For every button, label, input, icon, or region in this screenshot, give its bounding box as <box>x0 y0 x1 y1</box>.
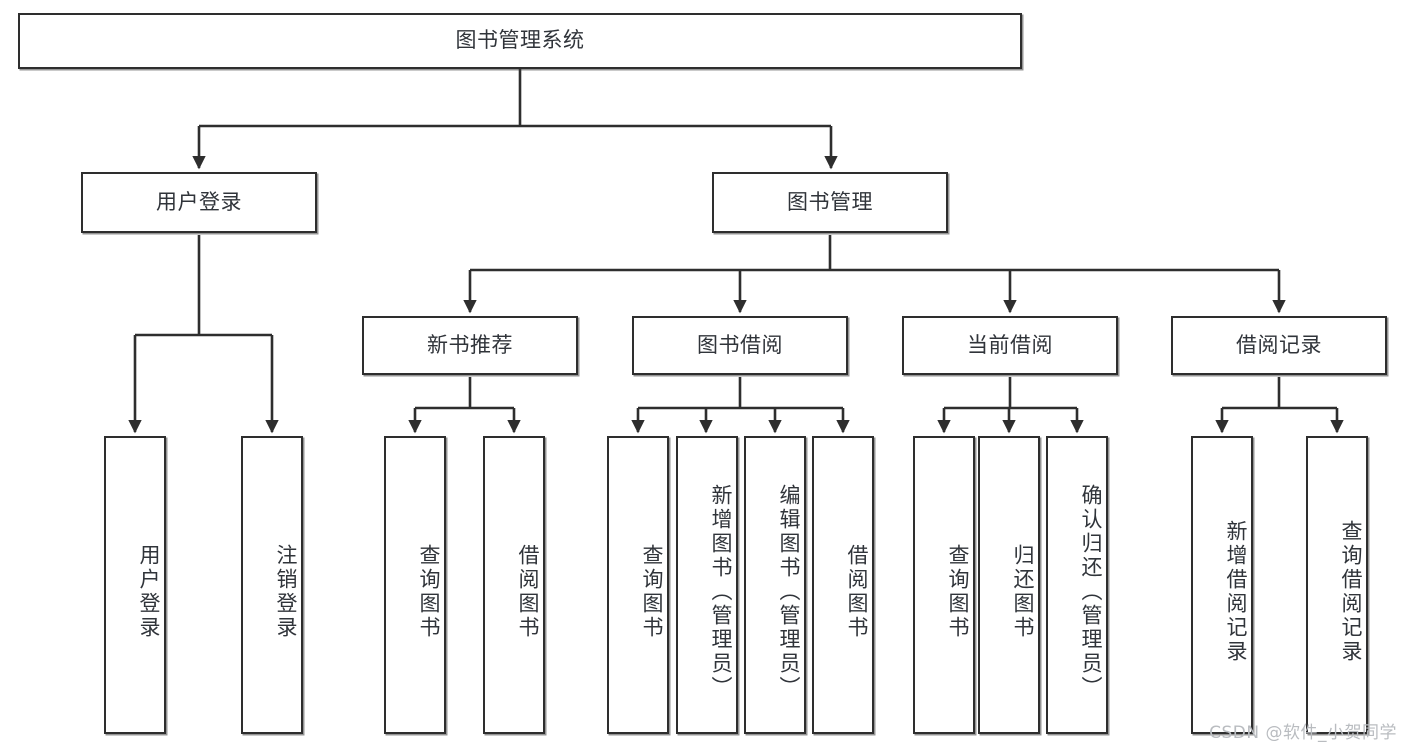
node-borrow-record-label: 借阅记录 <box>1236 332 1322 357</box>
node-book-borrow-label: 图书借阅 <box>697 332 783 357</box>
node-leaf-add-record[interactable]: 新增借阅记录 <box>1191 436 1253 734</box>
node-current-borrow[interactable]: 当前借阅 <box>902 316 1118 375</box>
node-leaf-edit-book[interactable]: 编辑图书（管理员） <box>744 436 806 734</box>
node-leaf-query-record[interactable]: 查询借阅记录 <box>1306 436 1368 734</box>
node-new-book-recommend[interactable]: 新书推荐 <box>362 316 578 375</box>
node-book-manage-label: 图书管理 <box>787 189 873 214</box>
node-leaf-user-logout[interactable]: 注销登录 <box>241 436 303 734</box>
node-leaf-query-book-1[interactable]: 查询图书 <box>384 436 446 734</box>
node-leaf-add-book[interactable]: 新增图书（管理员） <box>676 436 738 734</box>
node-leaf-query-book-3-label: 查询图书 <box>946 544 970 640</box>
node-leaf-user-login-label: 用户登录 <box>137 544 161 640</box>
node-leaf-user-logout-label: 注销登录 <box>274 544 298 640</box>
node-leaf-add-book-label: 新增图书（管理员） <box>709 484 733 700</box>
node-leaf-borrow-book-1[interactable]: 借阅图书 <box>483 436 545 734</box>
node-leaf-return-book[interactable]: 归还图书 <box>978 436 1040 734</box>
node-user-login[interactable]: 用户登录 <box>81 172 317 233</box>
node-book-manage[interactable]: 图书管理 <box>712 172 948 233</box>
node-leaf-borrow-book-2[interactable]: 借阅图书 <box>812 436 874 734</box>
csdn-watermark: CSDN @软件_小贺同学 <box>1209 723 1397 743</box>
node-borrow-record[interactable]: 借阅记录 <box>1171 316 1387 375</box>
node-user-login-label: 用户登录 <box>156 189 242 214</box>
node-leaf-borrow-book-2-label: 借阅图书 <box>845 544 869 640</box>
node-leaf-query-book-1-label: 查询图书 <box>417 544 441 640</box>
node-leaf-query-book-2-label: 查询图书 <box>640 544 664 640</box>
node-leaf-return-book-label: 归还图书 <box>1011 544 1035 640</box>
node-book-borrow[interactable]: 图书借阅 <box>632 316 848 375</box>
node-leaf-borrow-book-1-label: 借阅图书 <box>516 544 540 640</box>
node-leaf-query-record-label: 查询借阅记录 <box>1339 520 1363 664</box>
node-leaf-user-login[interactable]: 用户登录 <box>104 436 166 734</box>
node-root[interactable]: 图书管理系统 <box>18 13 1022 69</box>
node-leaf-add-record-label: 新增借阅记录 <box>1224 520 1248 664</box>
node-leaf-confirm-return[interactable]: 确认归还（管理员） <box>1046 436 1108 734</box>
node-new-book-recommend-label: 新书推荐 <box>427 332 513 357</box>
node-leaf-confirm-return-label: 确认归还（管理员） <box>1079 484 1103 700</box>
node-leaf-edit-book-label: 编辑图书（管理员） <box>777 484 801 700</box>
node-leaf-query-book-3[interactable]: 查询图书 <box>913 436 975 734</box>
node-leaf-query-book-2[interactable]: 查询图书 <box>607 436 669 734</box>
node-current-borrow-label: 当前借阅 <box>967 332 1053 357</box>
node-root-label: 图书管理系统 <box>455 28 585 53</box>
